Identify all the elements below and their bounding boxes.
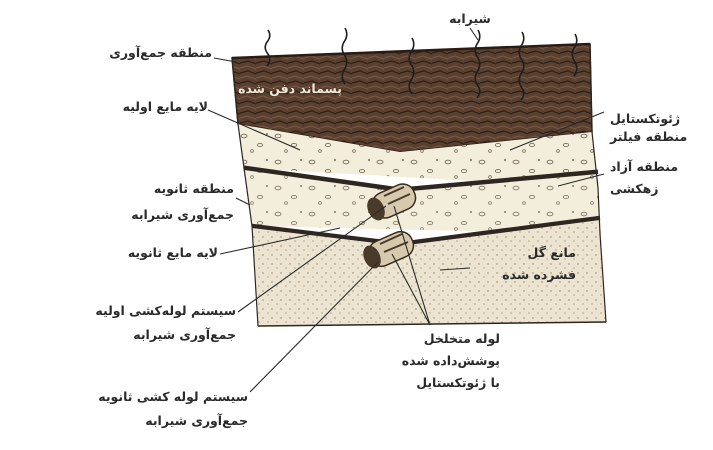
label-secondary-pipe-line2: جمع‌آوری شیرابه <box>20 412 248 430</box>
label-geotextile-filter-line2: منطقه فیلتر <box>610 128 710 146</box>
label-secondary-pipe-line1: سیستم لوله کشی ثانویه <box>20 388 248 406</box>
label-primary-pipe-line2: جمع‌آوری شیرابه <box>20 326 236 344</box>
label-geotextile-filter-line1: ژئوتکستایل <box>610 110 710 128</box>
label-primary-liquid-layer: لایه مایع اولیه <box>40 98 208 116</box>
label-perforated-pipe-line3: با ژئوتکستایل <box>400 374 500 392</box>
label-leachate: شیرابه <box>420 10 520 28</box>
label-primary-pipe-line1: سیستم لوله‌کشی اولیه <box>20 302 236 320</box>
label-free-drainage-line2: زهکشی <box>610 180 710 198</box>
label-secondary-liquid-layer: لایه مایع ثانویه <box>40 244 218 262</box>
label-collection-zone: منطقه جمع‌آوری <box>40 44 212 62</box>
label-clay-liner-line2: فشرده شده <box>476 266 576 284</box>
label-secondary-zone-line2: جمع‌آوری شیرابه <box>60 206 234 224</box>
label-perforated-pipe-line1: لوله متخلخل <box>400 330 500 348</box>
label-free-drainage-line1: منطقه آزاد <box>610 158 710 176</box>
label-perforated-pipe-line2: پوشش‌داده شده <box>400 352 500 370</box>
label-clay-liner-line1: مانع گل <box>476 244 576 262</box>
label-secondary-zone-line1: منطقه ثانویه <box>60 180 234 198</box>
label-waste-fill: پسماند دفن شده <box>230 80 350 98</box>
